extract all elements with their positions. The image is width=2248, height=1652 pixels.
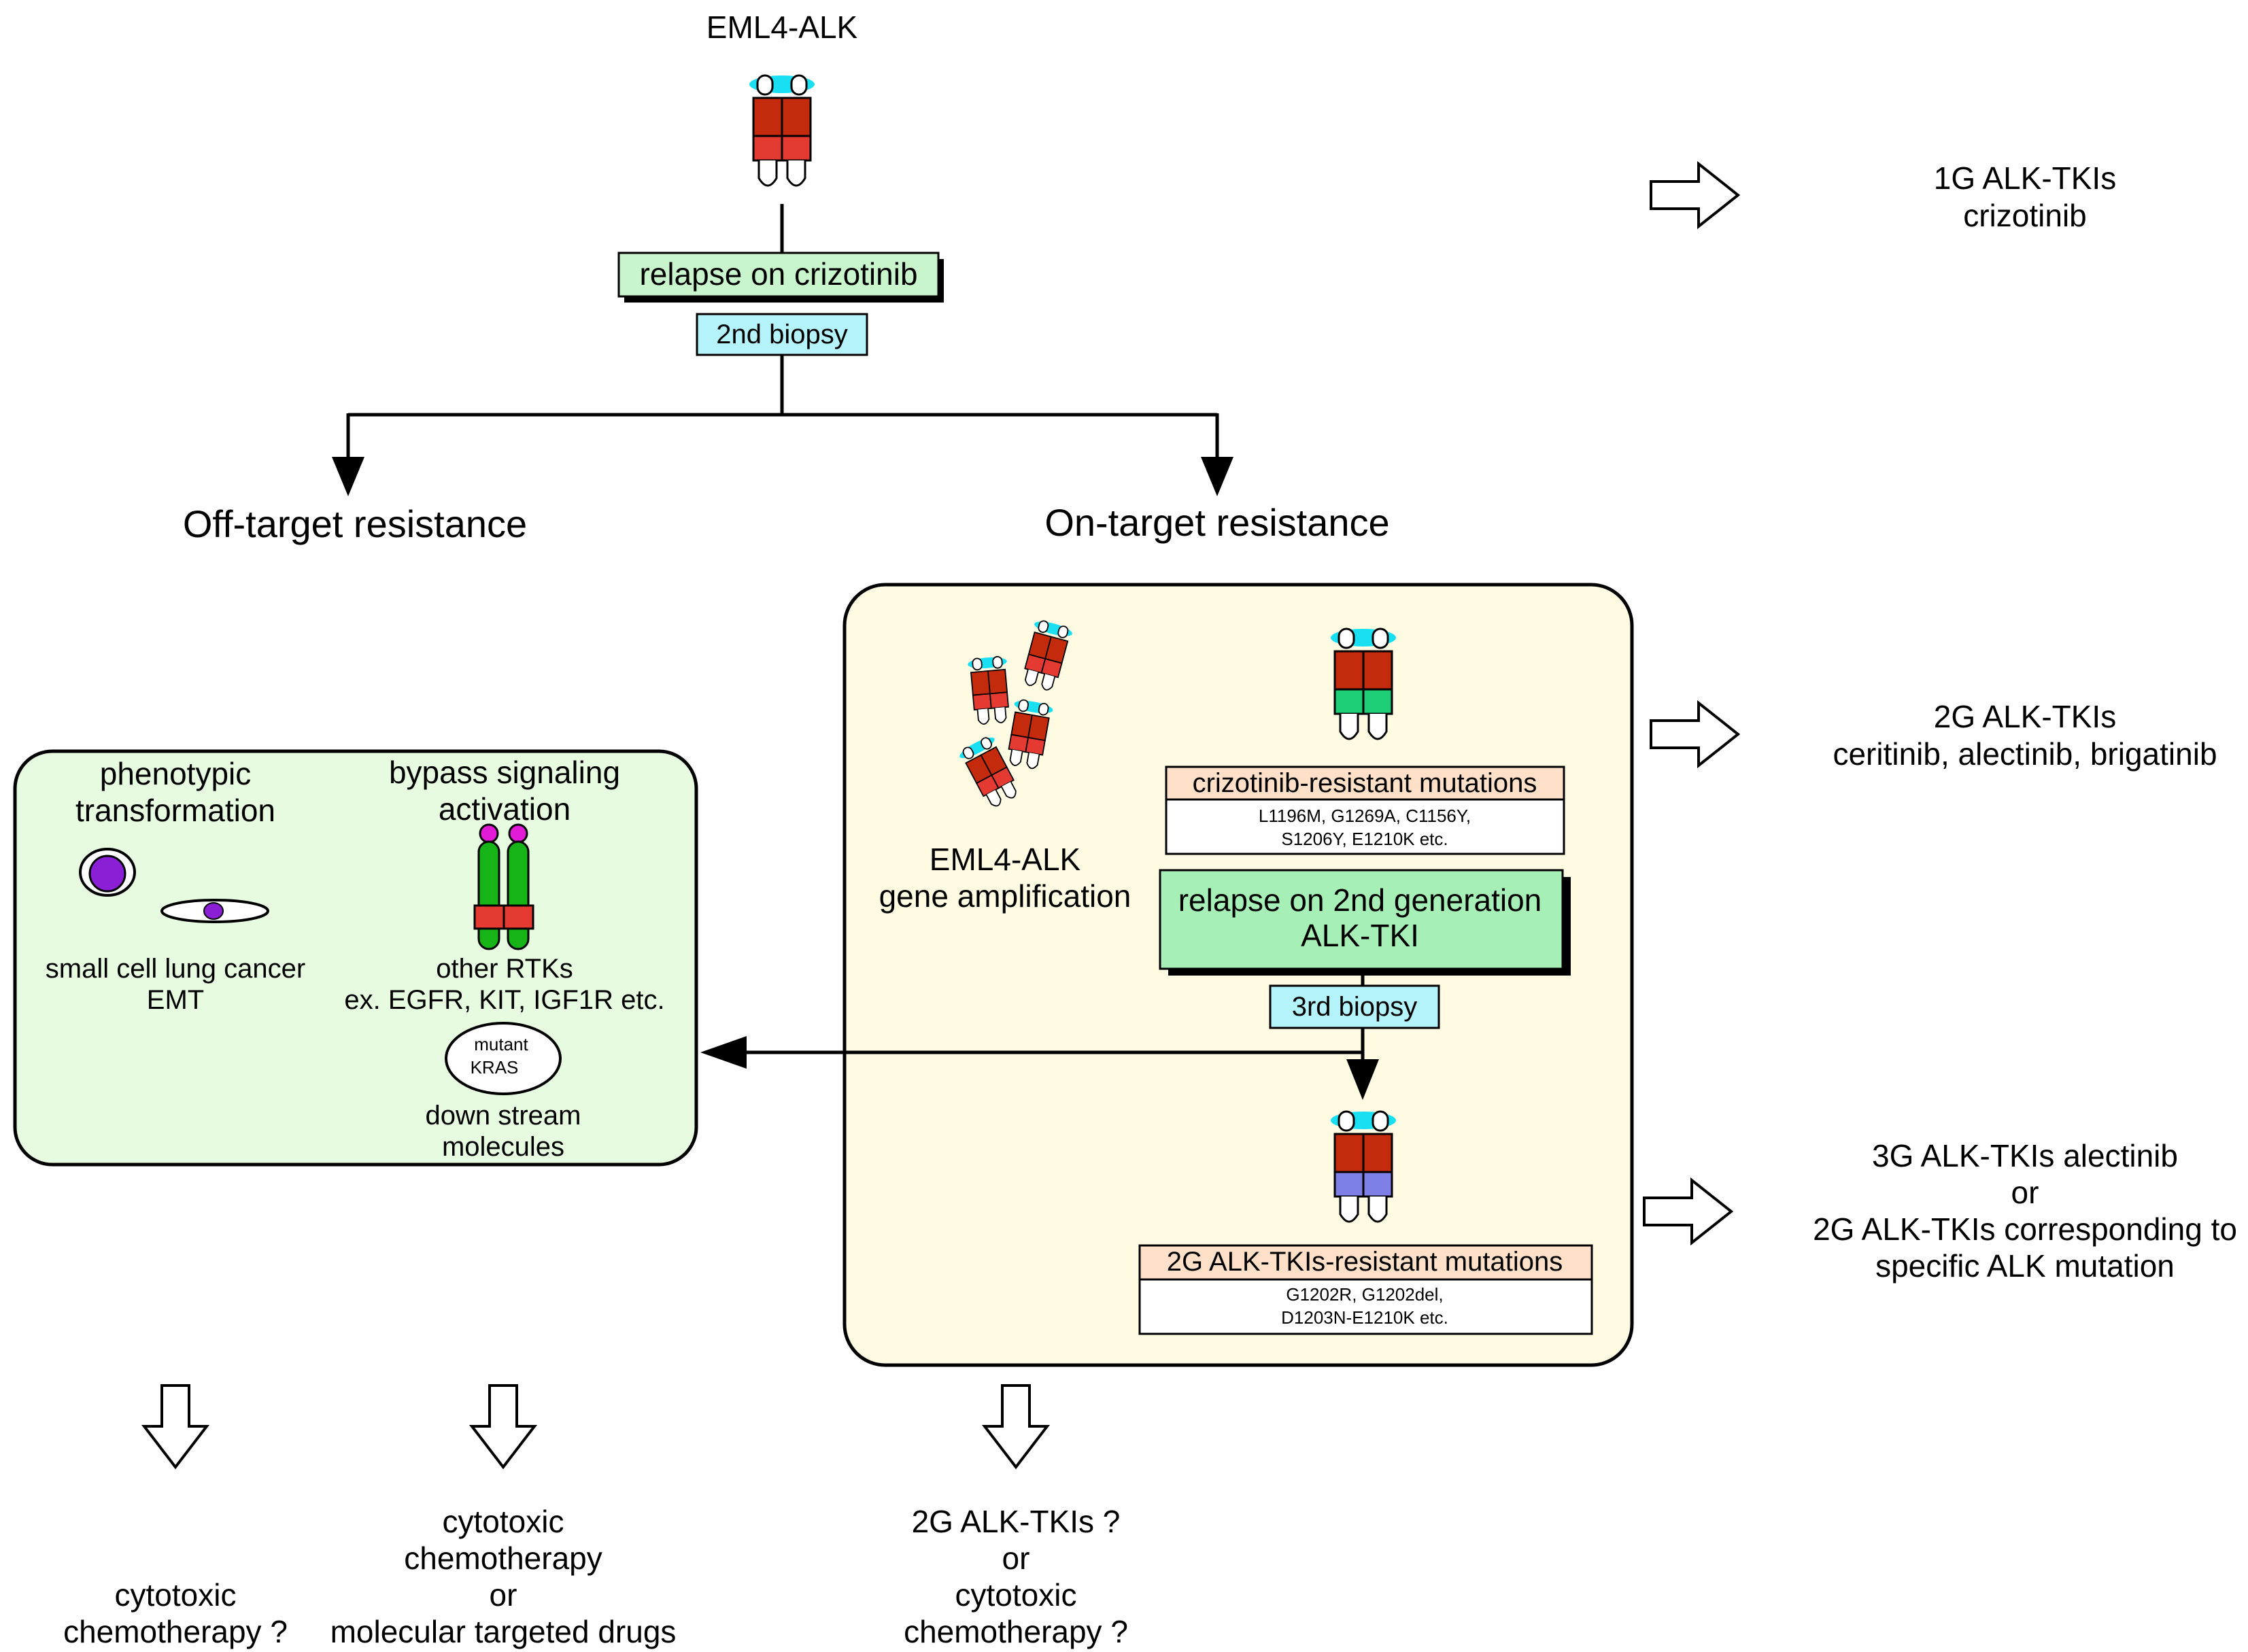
b2-label-4: molecular targeted drugs [330,1614,677,1649]
bypass-label-1: bypass signaling [389,755,620,790]
sclc-label: small cell lung cancer [46,954,305,984]
2g-mutations-box: 2G ALK-TKIs-resistant mutations G1202R, … [1138,1244,1593,1335]
relapse-2g-label-2: ALK-TKI [1301,918,1419,953]
crizotinib-mutations-line-2: S1206Y, E1210K etc. [1281,829,1448,849]
top-title: EML4-ALK [706,10,858,45]
b3-label-3: cytotoxic [955,1577,1077,1613]
r1-label-2: crizotinib [1963,198,2087,233]
kras-label-1: mutant [474,1034,528,1054]
hollow-arrow-down-icon [471,1384,536,1468]
b2-label-3: or [490,1577,517,1613]
biopsy2-label: 2nd biopsy [716,320,847,349]
2g-mutations-line-1: G1202R, G1202del, [1286,1284,1443,1305]
b2-label-2: chemotherapy [404,1541,602,1576]
amp-label-2: gene amplification [879,878,1131,914]
r1-label-1: 1G ALK-TKIs [1934,160,2116,196]
r3-label-1: 3G ALK-TKIs alectinib [1872,1138,2178,1173]
downstream-label-1: down stream [426,1101,581,1131]
crizotinib-mutations-line-1: L1196M, G1269A, C1156Y, [1259,806,1471,826]
2g-mutations-line-2: D1203N-E1210K etc. [1281,1307,1448,1328]
r3-label-2: or [2011,1175,2039,1210]
b3-label-4: chemotherapy ? [904,1614,1128,1649]
b2-label-1: cytotoxic [443,1504,564,1539]
phenotypic-label-2: transformation [75,793,275,828]
round-cell-icon [79,848,136,897]
eml4-alk-receptor-icon [748,74,816,187]
relapse-crizotinib-label: relapse on crizotinib [639,256,917,292]
r2-label-1: 2G ALK-TKIs [1934,699,2116,734]
arrow-left-icon [700,1036,747,1069]
biopsy3-box: 3rd biopsy [1269,984,1440,1029]
relapse-2g-label-1: relapse on 2nd generation [1178,882,1542,918]
r2-label-2: ceritinib, alectinib, brigatinib [1833,736,2217,772]
biopsy3-label: 3rd biopsy [1292,992,1418,1022]
arrow-down-icon [1346,1059,1379,1100]
arrow-down-on-icon [1201,457,1233,496]
rtk-label: other RTKs [436,954,573,984]
kras-label-2: KRAS [471,1057,519,1078]
amp-label-1: EML4-ALK [930,842,1081,877]
hollow-arrow-down-icon [143,1384,208,1468]
emt-label: EMT [147,985,204,1015]
arrow-down-off-icon [332,457,364,496]
off-target-heading: Off-target resistance [183,502,527,545]
hollow-arrow-right-icon [1650,702,1739,767]
b1-label-2: chemotherapy ? [63,1614,288,1649]
crizotinib-mutations-title: crizotinib-resistant mutations [1193,768,1537,798]
rtk-receptor-icon [473,823,534,950]
hollow-arrow-right-icon [1643,1179,1733,1244]
hollow-arrow-down-icon [983,1384,1049,1468]
r3-label-4: specific ALK mutation [1875,1248,2175,1284]
spindle-cell-icon [160,899,269,923]
2g-mutations-title: 2G ALK-TKIs-resistant mutations [1167,1247,1563,1277]
on-target-heading: On-target resistance [1044,501,1389,544]
b3-label-2: or [1002,1541,1030,1576]
relapse-2g-box: relapse on 2nd generation ALK-TKI [1159,869,1571,976]
branch-connector [346,355,1219,462]
b1-label-1: cytotoxic [115,1577,237,1613]
phenotypic-label-1: phenotypic [100,756,252,791]
rtk-examples-label: ex. EGFR, KIT, IGF1R etc. [344,985,664,1015]
hollow-arrow-right-icon [1650,162,1739,228]
b3-label-1: 2G ALK-TKIs ? [912,1504,1121,1539]
r3-label-3: 2G ALK-TKIs corresponding to [1813,1211,2237,1247]
relapse-crizotinib-box: relapse on crizotinib [617,252,944,303]
biopsy2-box: 2nd biopsy [696,313,868,356]
bypass-label-2: activation [439,791,570,827]
downstream-label-2: molecules [442,1132,564,1162]
crizotinib-mutations-box: crizotinib-resistant mutations L1196M, G… [1165,765,1565,855]
kras-icon: mutant KRAS [445,1022,562,1095]
